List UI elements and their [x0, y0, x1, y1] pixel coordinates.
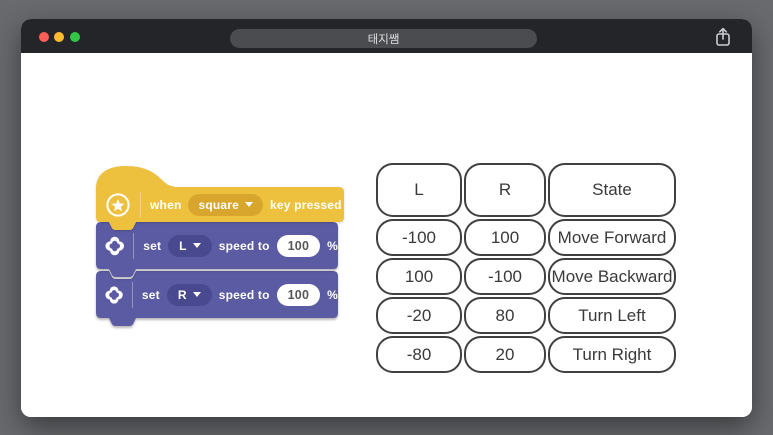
when-key-pressed-block[interactable]: when square key pressed	[96, 187, 344, 222]
set-label: set	[141, 287, 160, 302]
table-cell: Turn Right	[548, 336, 676, 373]
page-title: 태지쌤	[367, 33, 400, 46]
block-stack: when square key pressed	[96, 166, 356, 346]
percent-label: %	[327, 238, 338, 253]
chevron-down-icon	[192, 243, 201, 248]
key-dropdown[interactable]: square	[188, 193, 264, 216]
table-cell: 20	[464, 336, 546, 373]
block-separator	[133, 232, 135, 259]
table-header-cell: R	[464, 163, 546, 217]
table-cell: 100	[376, 258, 462, 295]
table-cell: -80	[376, 336, 462, 373]
table-cell: Move Forward	[548, 219, 676, 256]
star-icon	[106, 192, 130, 217]
table-cell: 80	[464, 297, 546, 334]
port-dropdown-r[interactable]: R	[166, 283, 212, 306]
percent-label: %	[327, 287, 338, 302]
clover-icon	[105, 285, 123, 304]
speed-value-input[interactable]: 100	[276, 283, 321, 306]
table-cell: -100	[376, 219, 462, 256]
chevron-down-icon	[245, 202, 254, 207]
browser-window: 태지쌤	[21, 19, 752, 417]
share-icon[interactable]	[713, 26, 733, 48]
set-speed-block-l[interactable]: set L speed to 100 %	[96, 222, 338, 269]
chevron-down-icon	[192, 292, 201, 297]
minimize-window-button[interactable]	[54, 32, 64, 42]
set-speed-block-r[interactable]: set R speed to 100 %	[96, 271, 338, 318]
table-header-cell: State	[548, 163, 676, 217]
speed-to-label: speed to	[218, 238, 270, 253]
speed-value-input[interactable]: 100	[276, 234, 321, 257]
set-speed-block-shape-l[interactable]	[96, 222, 338, 286]
address-bar[interactable]: 태지쌤	[230, 29, 537, 48]
port-dropdown-value: R	[177, 287, 187, 302]
port-dropdown-l[interactable]: L	[168, 234, 212, 257]
titlebar: 태지쌤	[21, 19, 752, 53]
set-label: set	[143, 238, 162, 253]
zoom-window-button[interactable]	[70, 32, 80, 42]
table-cell: 100	[464, 219, 546, 256]
clover-icon	[105, 236, 125, 255]
table-header-cell: L	[376, 163, 462, 217]
set-speed-block-shape-r[interactable]	[96, 271, 338, 335]
block-separator	[140, 191, 141, 218]
motor-speed-table: L R State -100 100 Move Forward 100 -100…	[376, 163, 676, 373]
table-cell: Turn Left	[548, 297, 676, 334]
table-cell: Move Backward	[548, 258, 676, 295]
table-cell: -20	[376, 297, 462, 334]
close-window-button[interactable]	[39, 32, 49, 42]
key-pressed-label: key pressed	[270, 197, 342, 212]
table-cell: -100	[464, 258, 546, 295]
key-dropdown-value: square	[198, 197, 240, 212]
speed-to-label: speed to	[218, 287, 270, 302]
port-dropdown-value: L	[179, 238, 187, 253]
block-separator	[132, 281, 133, 308]
when-label: when	[150, 197, 182, 212]
page-content: when square key pressed	[21, 53, 752, 417]
